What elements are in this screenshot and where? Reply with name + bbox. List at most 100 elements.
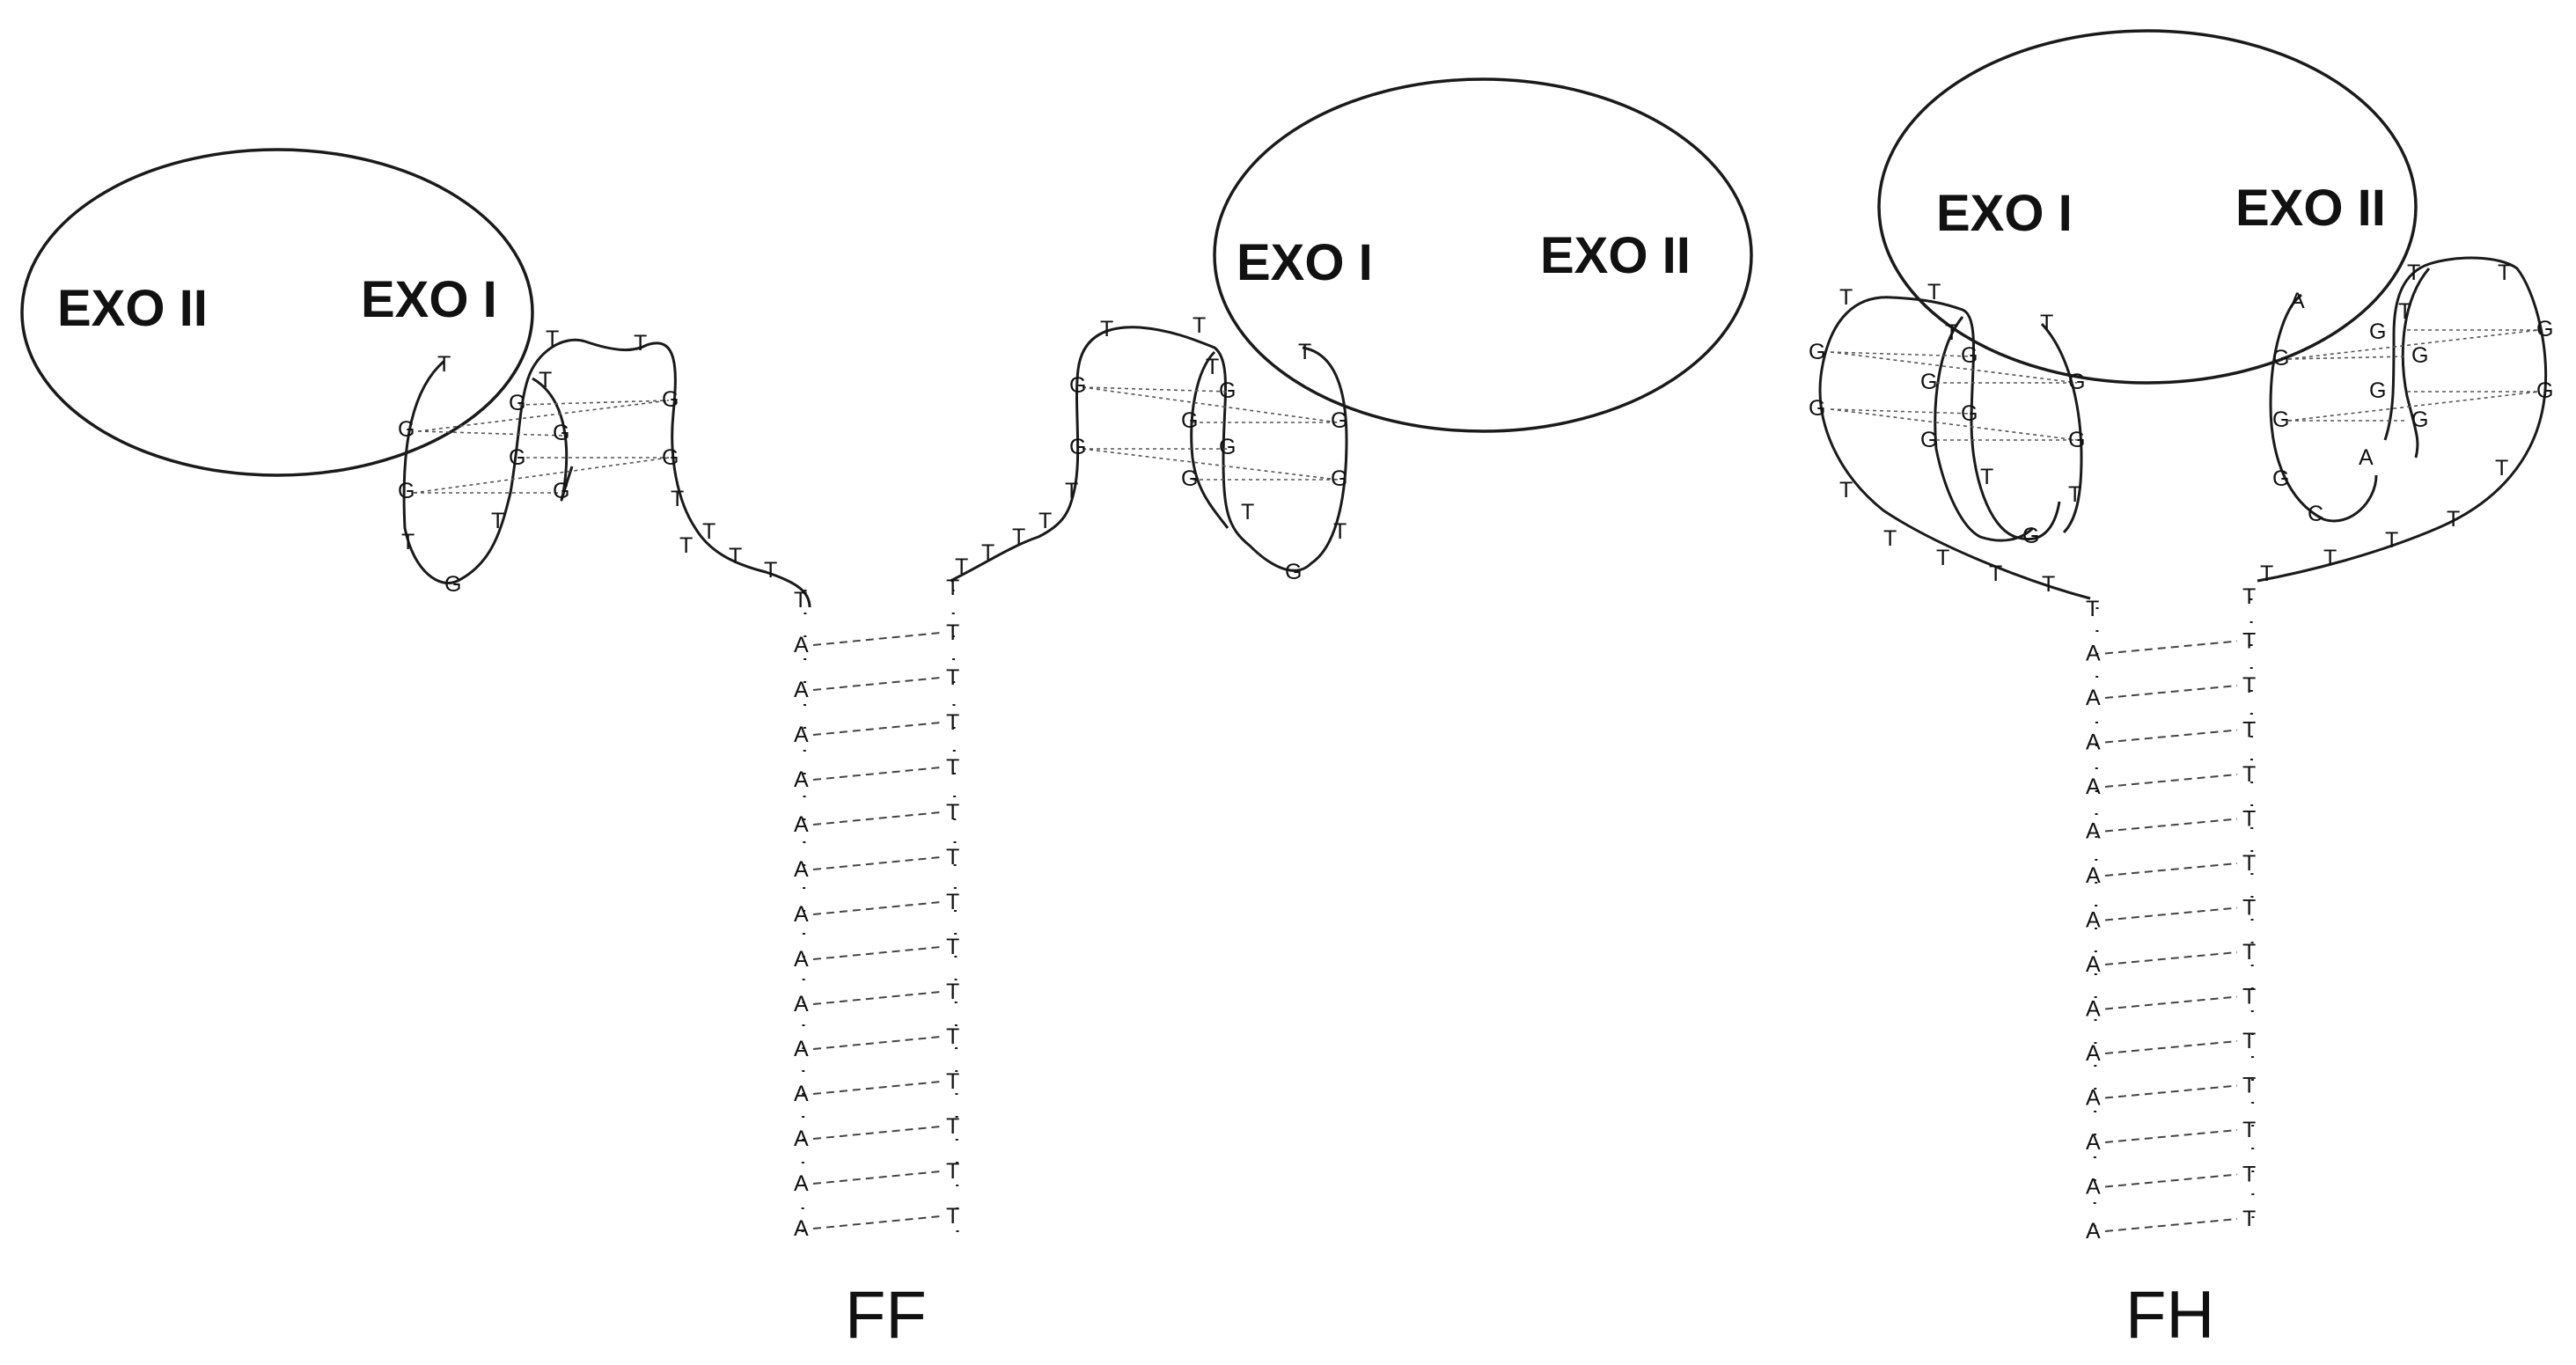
fh-stem-right-base: T [2242,1118,2256,1142]
fh-stem-left-base: A [2086,730,2101,755]
ff-base-pair [812,767,942,781]
fh-stem-right-base: T [2242,985,2256,1009]
label-exo1-fh: EXO I [1936,185,2073,242]
backbone-fh-left-loop [1934,316,2035,542]
fh-base-pair [2104,1218,2238,1232]
title-fh: FH [2125,1278,2214,1353]
backbone-ff-left-loop [532,377,574,502]
nt-ff-r13: T [1065,479,1078,503]
fh-stem-left-base: T [2086,597,2099,621]
backbone-ff-right-loop [1190,350,1229,529]
ff-stem-right-base: T [946,845,959,870]
fh-base-pair [2104,774,2238,788]
label-exo2-ff-right: EXO II [1540,227,1691,284]
nt-ff-l7: G [398,417,415,442]
ff-stem-left-base: A [794,1082,809,1106]
ff-stem-left-base: A [794,1216,809,1241]
ff-stem-right-base: T [946,935,959,959]
label-exo1-ff-left: EXO I [361,271,497,328]
ff-base-pair [812,856,942,870]
nt-ff-l4: T [634,331,647,356]
nt-ff-r10: G [1219,435,1236,459]
nt-fh-r10: G [2536,378,2553,403]
nt-ff-r7: G [1181,408,1198,433]
nt-fh-r1: A [2290,289,2305,313]
fh-base-pair [2104,1040,2238,1054]
nt-ff-l18: T [702,519,716,544]
quartets-ff-left [413,400,670,494]
fh-stem-left-base: A [2086,819,2101,844]
nt-ff-l8: G [553,421,569,445]
ff-base-pair [812,1036,942,1050]
backbone-fh-left-quad [1818,296,2091,600]
fh-stem-right-base: T [2242,1207,2256,1231]
fh-stem-right-base: T [2242,1074,2256,1098]
nt-ff-l1: T [437,352,451,377]
fh-base-pair [2104,729,2238,744]
nt-ff-l15: G [444,572,461,597]
enzyme-ff-right [1213,77,1753,433]
quartets-fh-left [1830,351,2078,441]
backbone-fh-right-loop [2269,293,2378,523]
ff-stem-right-base: T [946,576,959,600]
nt-ff-r16: G [1285,560,1302,584]
ff-stem-left-base: A [794,1126,809,1151]
nt-ff-l3: T [546,327,559,351]
fh-stem-left-base: A [2086,1130,2101,1155]
fh-stem-left-base: A [2086,1219,2101,1244]
ff-stem-right-base: T [946,620,959,645]
ff-stem-right-base: T [946,710,959,735]
enzyme-ff-left [20,148,534,477]
nt-fh-l20: T [2042,572,2055,597]
fh-stem-right-base: T [2242,1163,2256,1187]
fh-stem-left-base: A [2086,642,2101,666]
ff-stem-right-base: T [946,665,959,690]
ff-stem-left-base: A [794,633,809,657]
nt-fh-l4: T [2040,311,2053,335]
ff-base-pair [812,677,942,691]
ff-stem-right-base: T [946,1069,959,1094]
nt-ff-l9: G [509,445,525,470]
nt-fh-l10: G [1961,401,1978,426]
nt-fh-l16: T [1839,478,1853,503]
label-exo2-ff-left: EXO II [57,280,208,337]
nt-ff-l12: G [553,479,569,503]
ff-stem-left-base: A [794,857,809,882]
fh-stem-right-base: T [2242,807,2256,832]
nt-ff-r6: G [1219,378,1236,403]
ff-base-pair [812,1215,942,1229]
nt-fh-r17: T [2447,507,2460,532]
nt-fh-r2: T [2407,261,2420,285]
nt-ff-r12: G [1331,466,1347,491]
fh-stem-left-base: A [2086,1086,2101,1111]
backbone-fh-right-quad [2257,256,2548,583]
ff-stem-right-base: T [946,1159,959,1184]
nt-fh-l9: G [1809,396,1825,421]
nt-ff-r14: T [1241,500,1254,525]
backbone-fh-right-loop2 [2401,268,2431,459]
ff-base-pair [812,1081,942,1095]
fh-stem-right-base: T [2242,851,2256,876]
nt-fh-r19: T [2323,546,2337,570]
nt-fh-l12: G [2068,428,2085,452]
nt-ff-l5: G [509,391,525,415]
quartets-ff-right [1082,386,1339,481]
ff-base-pair [812,811,942,826]
ff-stem-right-base: T [946,800,959,825]
fh-stem-left-base: A [2086,863,2101,888]
nt-fh-l5: G [1809,340,1825,364]
nt-fh-r12: G [2411,407,2428,432]
nt-ff-l16: T [671,487,684,511]
enzyme-fh [1877,29,2418,385]
nt-ff-r15: T [1333,519,1347,544]
nt-ff-l20: T [764,558,777,583]
nt-fh-r14: G [2272,466,2289,491]
ff-base-pair [812,901,942,915]
nt-fh-r20: T [2260,561,2273,586]
ff-base-pair [812,946,942,960]
fh-stem-left-base: A [2086,686,2101,710]
ff-base-pair [812,722,942,736]
title-ff: FF [845,1278,927,1353]
fh-stem-right-base: T [2242,762,2256,787]
